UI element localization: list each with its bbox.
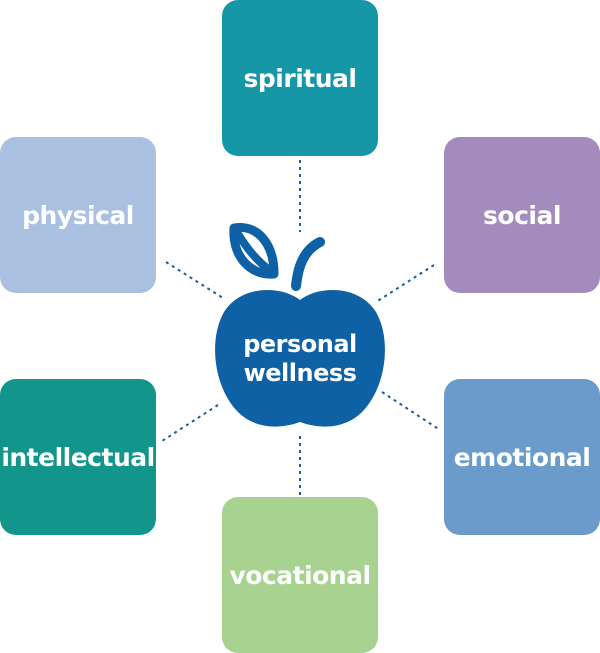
center-apple: personal wellness <box>212 216 388 436</box>
stem-icon <box>291 237 325 291</box>
connector-emotional <box>381 391 441 431</box>
box-spiritual: spiritual <box>222 0 378 156</box>
box-physical: physical <box>0 137 156 293</box>
box-intellectual: intellectual <box>0 379 156 535</box>
label-physical: physical <box>22 200 134 230</box>
center-label: personal wellness <box>212 330 388 388</box>
box-emotional: emotional <box>444 379 600 535</box>
label-emotional: emotional <box>453 442 591 472</box>
connector-intellectual <box>161 404 219 442</box>
apple-body <box>215 290 385 427</box>
apple-icon <box>215 222 385 427</box>
label-social: social <box>483 200 561 230</box>
box-vocational: vocational <box>222 497 378 653</box>
label-intellectual: intellectual <box>1 442 155 472</box>
box-social: social <box>444 137 600 293</box>
label-spiritual: spiritual <box>243 63 357 93</box>
label-vocational: vocational <box>229 560 371 590</box>
connector-physical <box>165 261 224 299</box>
center-label-line1: personal <box>243 330 357 358</box>
connector-social <box>375 264 435 303</box>
center-label-line2: wellness <box>243 359 357 387</box>
